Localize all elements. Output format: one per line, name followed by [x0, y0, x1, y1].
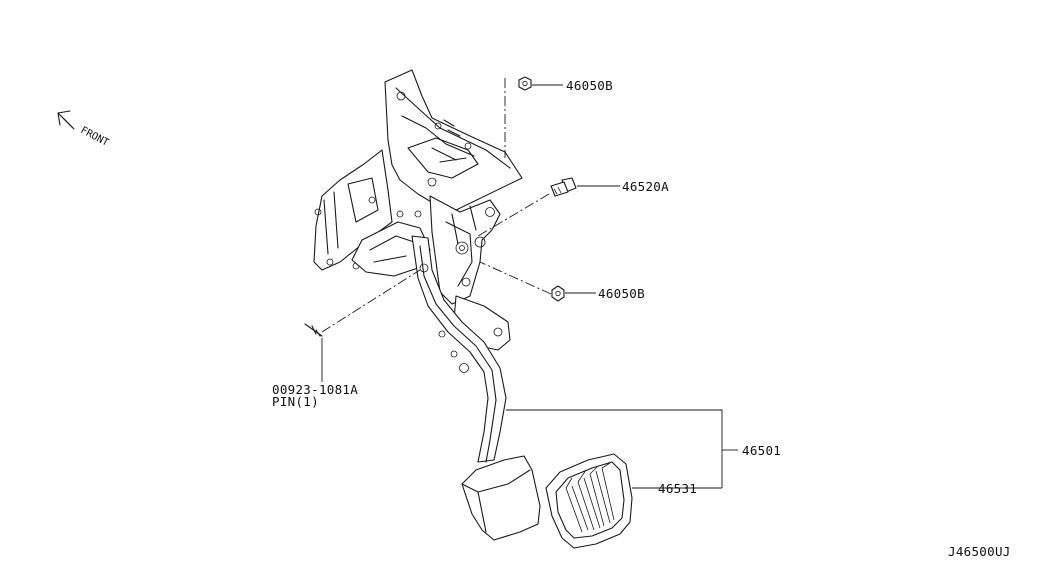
pedal-pad-cover — [545, 453, 633, 549]
nut-lower-icon — [551, 285, 565, 302]
pedal-pad — [461, 455, 541, 541]
bolt-icon — [550, 177, 577, 197]
callout-46520a: 46520A — [622, 179, 669, 194]
alignment-lines — [321, 78, 552, 333]
callout-46501: 46501 — [742, 443, 781, 458]
callout-00923-1081a: 00923-1081A — [272, 382, 358, 397]
callout-pin-note: PIN(1) — [272, 394, 319, 409]
nut-upper-icon — [518, 76, 532, 91]
diagram-id: J46500UJ — [948, 544, 1011, 559]
callout-46050b-lower: 46050B — [598, 286, 645, 301]
pin-icon — [304, 323, 323, 337]
callout-46531: 46531 — [658, 481, 697, 496]
front-label: FRONT — [79, 125, 111, 149]
front-arrow-icon — [57, 110, 75, 130]
pedal-bracket — [313, 69, 523, 351]
callout-46050b-upper: 46050B — [566, 78, 613, 93]
leader-lines — [321, 84, 738, 489]
pedal-arm — [411, 235, 507, 463]
